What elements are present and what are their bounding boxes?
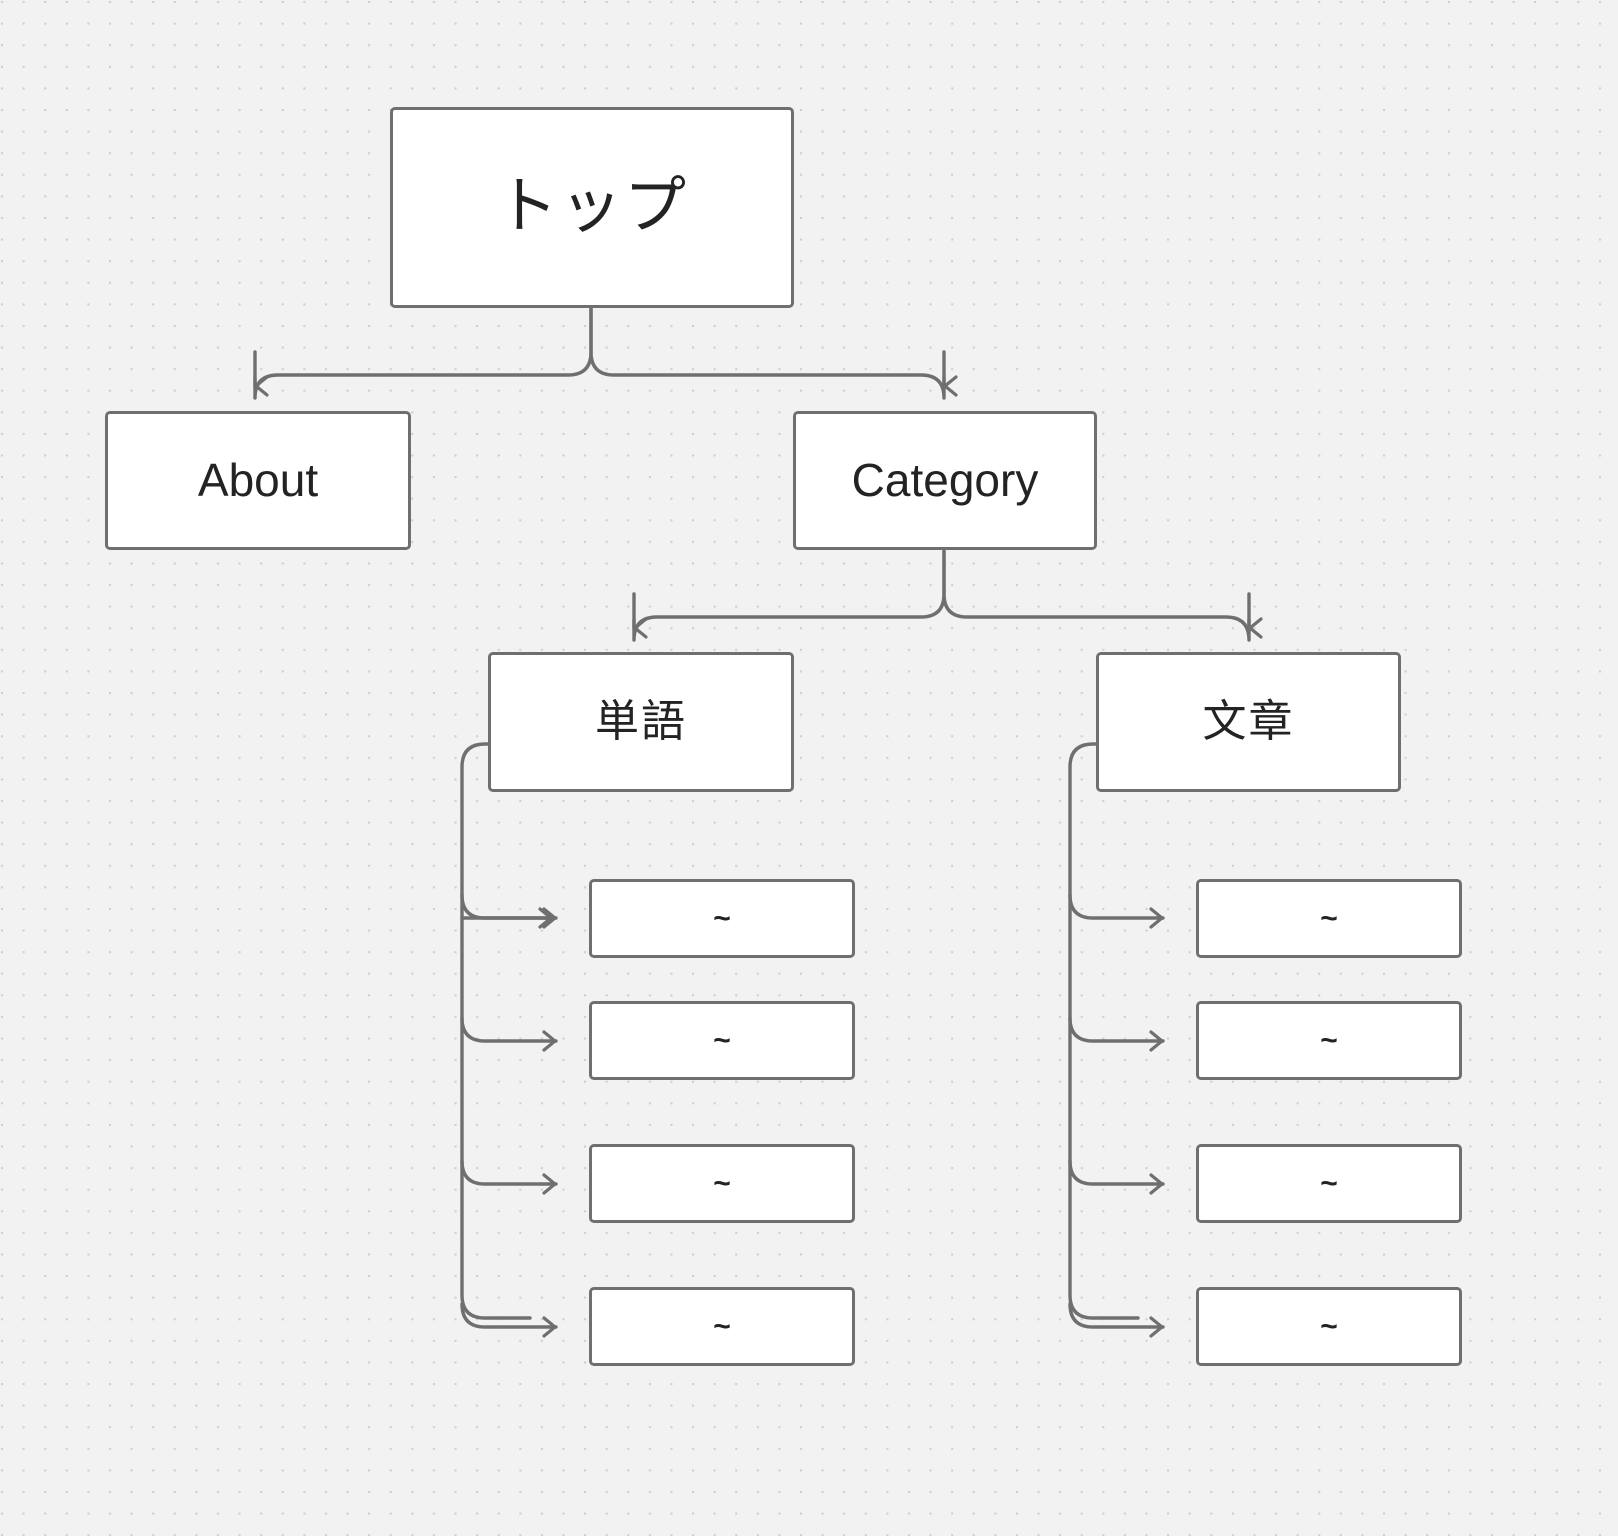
node-tango-child-2[interactable]: ~ bbox=[589, 1001, 855, 1080]
node-bunsho-child-2-label: ~ bbox=[1320, 1024, 1338, 1057]
node-category[interactable]: Category bbox=[793, 411, 1097, 550]
node-tango-child-1[interactable]: ~ bbox=[589, 879, 855, 958]
node-top[interactable]: トップ bbox=[390, 107, 794, 308]
edge-tango-to-child-2-curve bbox=[460, 1016, 558, 1052]
node-tango-child-3-label: ~ bbox=[713, 1167, 731, 1200]
node-tango[interactable]: 単語 bbox=[488, 652, 794, 792]
node-bunsho-child-3[interactable]: ~ bbox=[1196, 1144, 1462, 1223]
node-bunsho-child-1-label: ~ bbox=[1320, 902, 1338, 935]
node-bunsho-child-4-label: ~ bbox=[1320, 1310, 1338, 1343]
node-tango-label: 単語 bbox=[595, 696, 687, 746]
node-category-label: Category bbox=[851, 454, 1039, 507]
edge-bunsho-to-child-1-curve bbox=[1068, 893, 1165, 929]
edge-tango-to-child-4-curve bbox=[460, 1302, 558, 1338]
edge-bunsho-trunk bbox=[1068, 742, 1140, 1320]
node-bunsho-child-2[interactable]: ~ bbox=[1196, 1001, 1462, 1080]
edge-tango-trunk bbox=[460, 742, 532, 1320]
edge-tango-to-child-3-curve bbox=[460, 1159, 558, 1195]
node-about-label: About bbox=[197, 454, 319, 507]
edge-category-to-tango bbox=[632, 549, 946, 642]
node-tango-child-4-label: ~ bbox=[713, 1310, 731, 1343]
node-tango-child-3[interactable]: ~ bbox=[589, 1144, 855, 1223]
node-about[interactable]: About bbox=[105, 411, 411, 550]
node-tango-child-4[interactable]: ~ bbox=[589, 1287, 855, 1366]
edge-category-to-bunsho bbox=[942, 549, 1251, 642]
node-bunsho[interactable]: 文章 bbox=[1096, 652, 1401, 792]
node-bunsho-child-4[interactable]: ~ bbox=[1196, 1287, 1462, 1366]
node-tango-child-1-label: ~ bbox=[713, 902, 731, 935]
edge-bunsho-to-child-2-curve bbox=[1068, 1016, 1165, 1052]
node-top-label: トップ bbox=[495, 172, 688, 242]
edge-root-to-category bbox=[589, 307, 946, 400]
node-bunsho-child-3-label: ~ bbox=[1320, 1167, 1338, 1200]
node-bunsho-child-1[interactable]: ~ bbox=[1196, 879, 1462, 958]
edge-tango-to-child-1-curve bbox=[460, 893, 558, 929]
node-bunsho-label: 文章 bbox=[1202, 696, 1295, 746]
edge-bunsho-to-child-3-curve bbox=[1068, 1159, 1165, 1195]
node-tango-child-2-label: ~ bbox=[713, 1024, 731, 1057]
edge-root-to-about bbox=[253, 307, 593, 400]
edge-bunsho-to-child-4-curve bbox=[1068, 1302, 1165, 1338]
